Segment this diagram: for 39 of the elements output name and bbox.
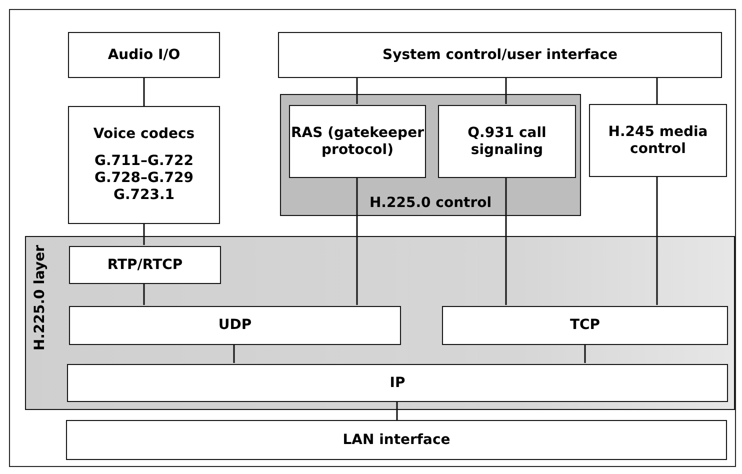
connector-line: [143, 283, 145, 305]
connector-line: [356, 78, 358, 104]
process-box: [438, 105, 576, 178]
connector-line: [233, 344, 235, 363]
connector-line: [143, 78, 145, 106]
node-detail: G.711–G.722 G.728–G.729 G.723.1: [93, 153, 195, 204]
process-box: [278, 32, 722, 78]
node-label: TCP: [570, 317, 600, 334]
node-label: RAS (gatekeeper protocol): [290, 124, 425, 158]
process-box: [68, 106, 220, 224]
node-label: UDP: [218, 317, 252, 334]
process-box: [66, 420, 727, 460]
node-label: System control/user interface: [382, 46, 618, 64]
node-label: Q.931 call signaling: [466, 124, 548, 158]
process-box: [69, 306, 401, 345]
process-box: [68, 32, 220, 78]
connector-line: [505, 78, 507, 104]
connector-line: [143, 224, 145, 245]
connector-line: [396, 401, 398, 420]
process-box: [442, 306, 728, 345]
connector-line: [505, 177, 507, 305]
process-box: [69, 246, 221, 284]
node-label: LAN interface: [342, 432, 450, 448]
process-box: [67, 364, 728, 402]
connector-line: [656, 78, 658, 104]
node-label: IP: [390, 374, 406, 392]
node-label: Audio I/O: [108, 46, 180, 64]
group-panel: [280, 94, 581, 216]
node-label: RTP/RTCP: [107, 256, 183, 274]
process-box: [589, 104, 727, 177]
connector-line: [584, 344, 586, 363]
connector-line: [356, 177, 358, 305]
node-label: H.245 media control: [607, 124, 709, 158]
group-title: H.225.0 control: [368, 195, 493, 212]
group-panel: [25, 236, 735, 410]
node-label: Voice codecs: [93, 126, 195, 143]
group-title: H.225.0 layer: [32, 245, 49, 351]
connector-line: [656, 177, 658, 305]
process-box: [289, 105, 426, 178]
